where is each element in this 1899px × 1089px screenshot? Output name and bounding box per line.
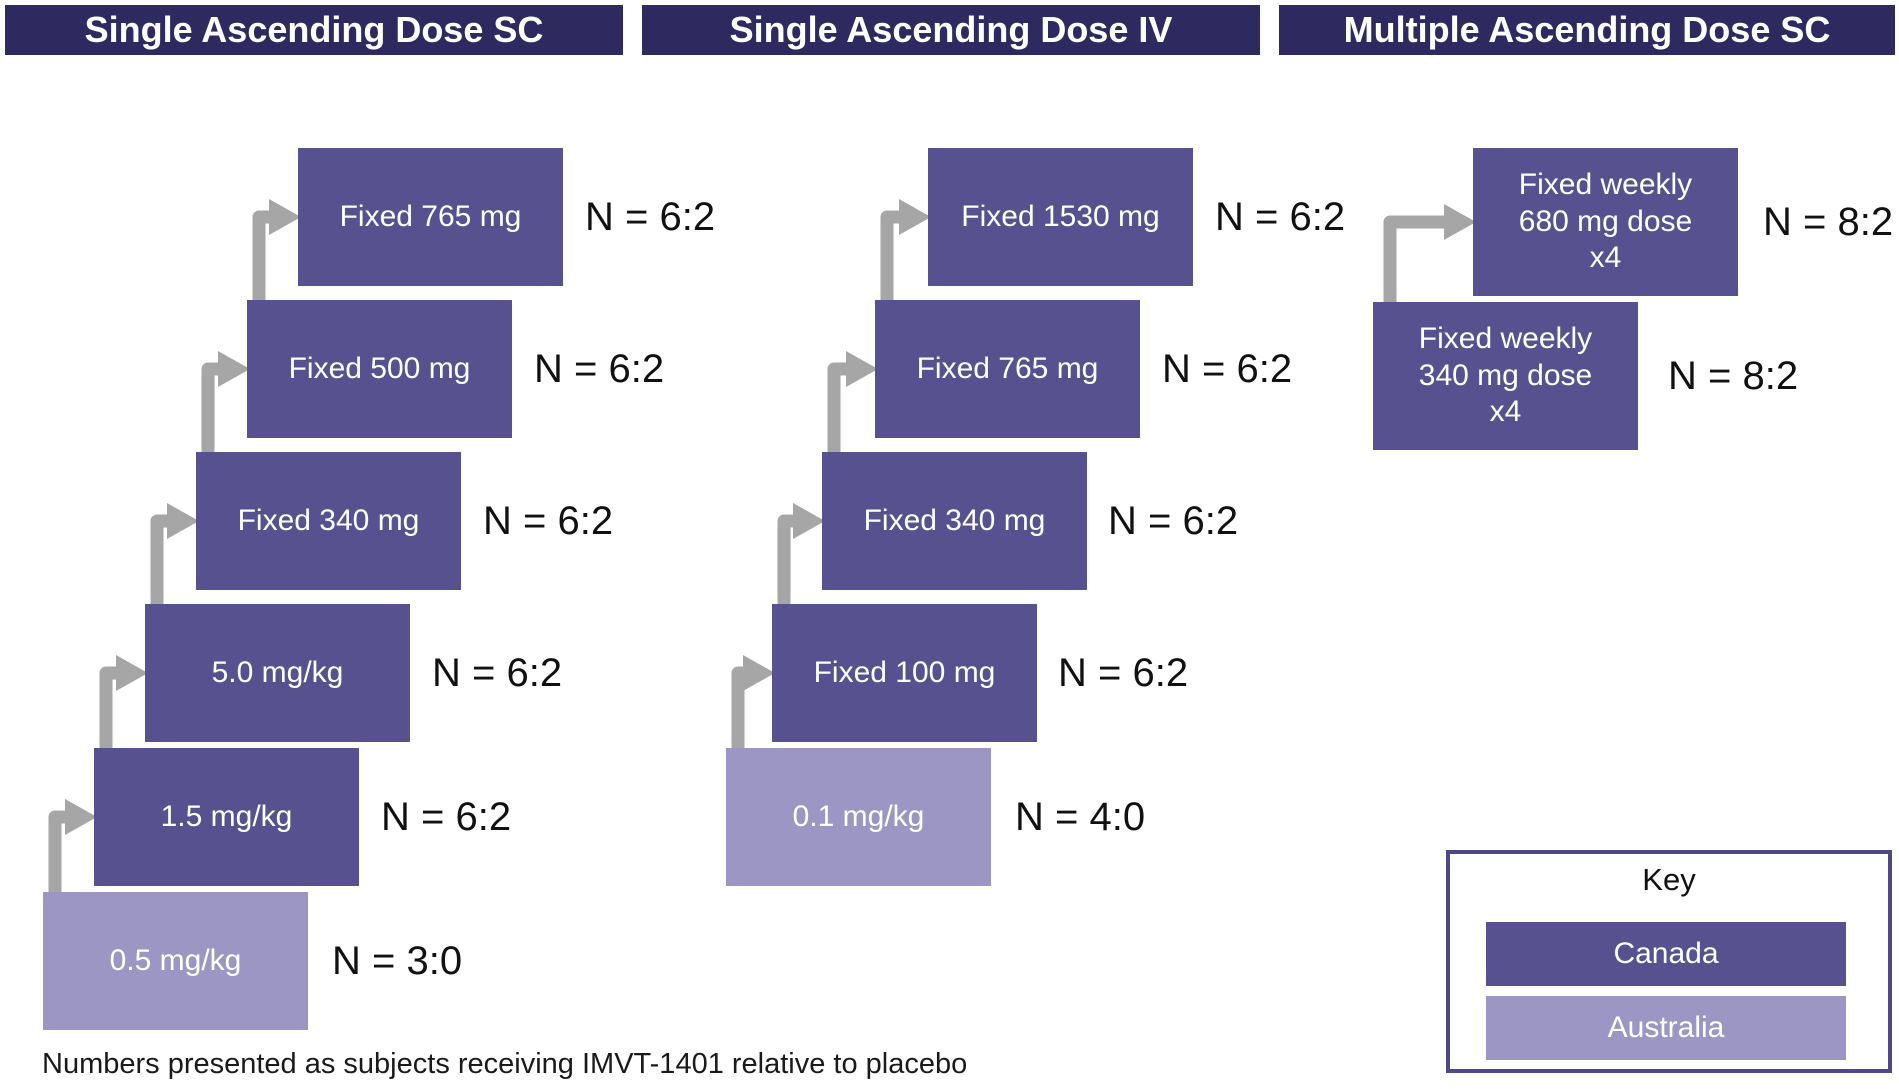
dose-box-line: 340 mg dose — [1418, 358, 1593, 392]
dose-box-sc-500mg: Fixed 500 mg — [247, 300, 512, 438]
arrow-sc-3 — [150, 514, 169, 612]
arrow-sc-5 — [252, 210, 271, 308]
arrowhead-iv-3 — [846, 351, 878, 387]
arrowhead-sc-4 — [218, 351, 250, 387]
dose-box-sc-0.5mgkg: 0.5 mg/kg — [43, 892, 308, 1030]
n-ratio-iv-100mg: N = 6:2 — [1058, 651, 1189, 695]
dose-box-label: Fixed 500 mg — [288, 351, 471, 385]
n-ratio-iv-1530mg: N = 6:2 — [1215, 195, 1346, 239]
legend-box: Key Canada Australia — [1446, 850, 1892, 1073]
dose-box-label: Fixed weekly 680 mg dose x4 — [1519, 167, 1692, 277]
legend-title: Key — [1642, 862, 1696, 897]
dose-box-label: Fixed 1530 mg — [961, 199, 1160, 233]
dose-box-label: Fixed 765 mg — [916, 351, 1099, 385]
dose-box-line: x4 — [1589, 241, 1622, 275]
dose-box-sc-765mg: Fixed 765 mg — [298, 148, 563, 286]
dose-box-mad-680mg-x4: Fixed weekly 680 mg dose x4 — [1473, 148, 1738, 296]
dose-box-iv-765mg: Fixed 765 mg — [875, 300, 1140, 438]
dose-box-iv-340mg: Fixed 340 mg — [822, 452, 1087, 590]
legend-entry-canada: Canada — [1486, 922, 1846, 986]
dose-box-label: Fixed 100 mg — [813, 655, 996, 689]
header-multiple-ascending-dose-sc: Multiple Ascending Dose SC — [1279, 5, 1895, 55]
dose-box-label: 5.0 mg/kg — [211, 655, 344, 689]
arrow-iv-4 — [880, 210, 901, 308]
arrowhead-sc-2 — [116, 655, 148, 691]
dose-box-label: Fixed 340 mg — [237, 503, 420, 537]
dose-box-label: 0.1 mg/kg — [792, 799, 925, 833]
n-ratio-mad-340mg: N = 8:2 — [1668, 354, 1799, 398]
dose-box-label: 0.5 mg/kg — [109, 943, 242, 977]
arrow-iv-1 — [731, 666, 745, 756]
dose-box-line: Fixed weekly — [1518, 168, 1693, 202]
n-ratio-sc-765mg: N = 6:2 — [585, 195, 716, 239]
n-ratio-iv-765mg: N = 6:2 — [1162, 347, 1293, 391]
arrow-iv-2 — [777, 514, 795, 612]
arrow-sc-1 — [48, 810, 67, 900]
n-ratio-iv-0.1mgkg: N = 4:0 — [1015, 795, 1146, 839]
dose-box-iv-100mg: Fixed 100 mg — [772, 604, 1037, 742]
header-single-ascending-dose-iv: Single Ascending Dose IV — [642, 5, 1260, 55]
header-single-ascending-dose-sc: Single Ascending Dose SC — [5, 5, 623, 55]
arrow-sc-4 — [201, 362, 220, 460]
arrowhead-iv-2 — [793, 503, 825, 539]
dose-box-line: x4 — [1489, 395, 1522, 429]
dose-box-line: 680 mg dose — [1518, 204, 1693, 238]
arrow-iv-3 — [827, 362, 848, 460]
arrowhead-iv-1 — [743, 655, 775, 691]
n-ratio-sc-0.5mgkg: N = 3:0 — [332, 939, 463, 983]
dose-box-label: Fixed 765 mg — [339, 199, 522, 233]
n-ratio-sc-500mg: N = 6:2 — [534, 347, 665, 391]
n-ratio-sc-1.5mgkg: N = 6:2 — [381, 795, 512, 839]
footnote: Numbers presented as subjects receiving … — [42, 1048, 968, 1080]
dose-box-sc-1.5mgkg: 1.5 mg/kg — [94, 748, 359, 886]
dose-box-label: Fixed 340 mg — [863, 503, 1046, 537]
arrowhead-iv-4 — [899, 199, 931, 235]
arrowhead-sc-5 — [269, 199, 301, 235]
dose-box-line: Fixed weekly — [1418, 322, 1593, 356]
arrowhead-sc-3 — [167, 503, 199, 539]
dose-box-mad-340mg-x4: Fixed weekly 340 mg dose x4 — [1373, 302, 1638, 450]
dose-box-sc-340mg: Fixed 340 mg — [196, 452, 461, 590]
dose-box-iv-0.1mgkg: 0.1 mg/kg — [726, 748, 991, 886]
dose-box-iv-1530mg: Fixed 1530 mg — [928, 148, 1193, 286]
n-ratio-sc-5.0mgkg: N = 6:2 — [432, 651, 563, 695]
dose-box-sc-5.0mgkg: 5.0 mg/kg — [145, 604, 410, 742]
dose-box-label: Fixed weekly 340 mg dose x4 — [1419, 321, 1592, 431]
arrowhead-mad-1 — [1444, 204, 1476, 240]
arrowhead-sc-1 — [65, 799, 97, 835]
dose-box-label: 1.5 mg/kg — [160, 799, 293, 833]
n-ratio-mad-680mg: N = 8:2 — [1763, 200, 1894, 244]
arrow-sc-2 — [99, 666, 118, 756]
arrow-mad-1 — [1383, 215, 1446, 310]
n-ratio-sc-340mg: N = 6:2 — [483, 499, 614, 543]
legend-entry-australia: Australia — [1486, 996, 1846, 1060]
n-ratio-iv-340mg: N = 6:2 — [1108, 499, 1239, 543]
